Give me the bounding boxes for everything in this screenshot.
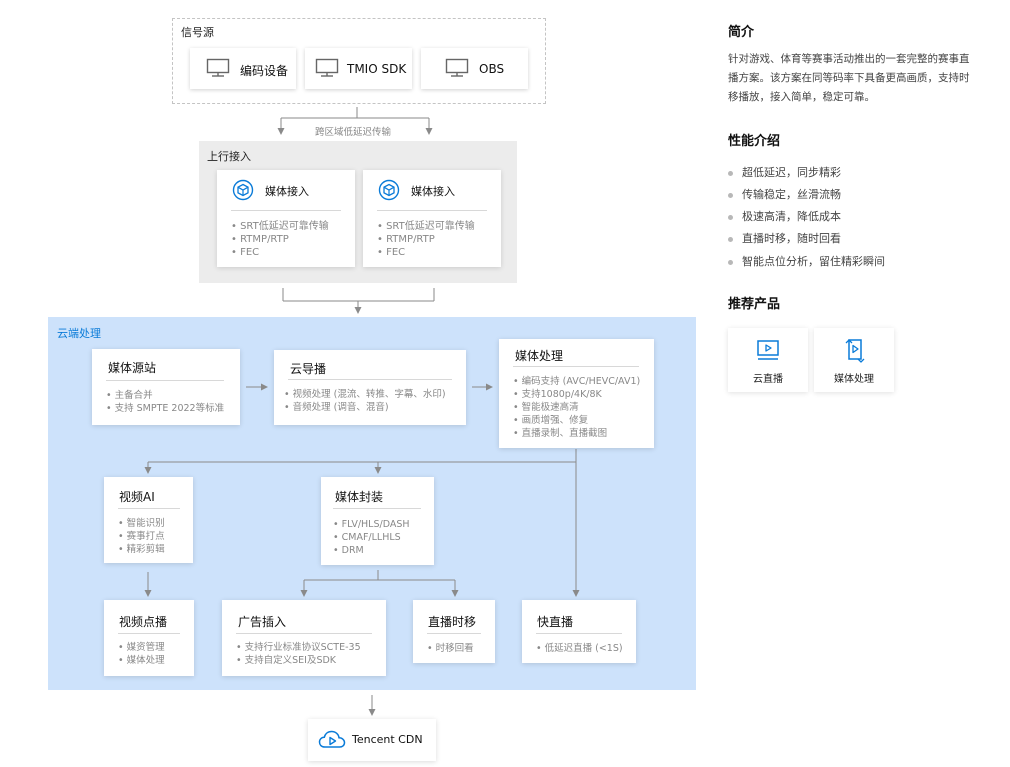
feature-item: 媒体处理: [118, 654, 165, 667]
feature-item: FEC: [377, 246, 475, 259]
card-features: 主备合并 支持 SMPTE 2022等标准: [106, 389, 224, 415]
feature-item: 视频处理 (混流、转推、字幕、水印): [284, 388, 446, 401]
cloud-processing-label: 云端处理: [57, 327, 101, 340]
performance-title: 性能介绍: [728, 134, 781, 149]
source-obs[interactable]: OBS: [421, 48, 528, 89]
card-features: 编码支持 (AVC/HEVC/AV1) 支持1080p/4K/8K 智能极速高清…: [513, 375, 641, 440]
card-title: 视频点播: [119, 615, 168, 629]
media-access-icon: [378, 179, 400, 201]
intro-text-line: 针对游戏、体育等赛事活动推出的一套完整的赛事直: [728, 53, 970, 65]
source-tmio-sdk-label: TMIO SDK: [347, 62, 407, 76]
feature-item: 支持行业标准协议SCTE-35: [236, 641, 361, 654]
feature-item: FEC: [231, 246, 329, 259]
live-timeshift-card[interactable]: 直播时移 时移回看: [413, 600, 495, 663]
feature-item: 主备合并: [106, 389, 224, 402]
feature-item: 媒资管理: [118, 641, 165, 654]
cross-region-label: 跨区域低延迟传输: [315, 127, 392, 138]
feature-item: 赛事打点: [118, 530, 165, 543]
card-title: 直播时移: [428, 615, 477, 629]
media-access-card-1[interactable]: 媒体接入 SRT低延迟可靠传输 RTMP/RTP FEC: [217, 170, 355, 267]
cloud-live-icon: [757, 340, 779, 360]
signal-source-group: [172, 18, 546, 104]
feature-item: FLV/HLS/DASH: [333, 518, 410, 531]
monitor-icon: [445, 58, 469, 77]
card-features: 视频处理 (混流、转推、字幕、水印) 音频处理 (调音、混音): [284, 388, 446, 414]
feature-item: 精彩剪辑: [118, 543, 165, 556]
feature-item: 支持自定义SEI及SDK: [236, 654, 361, 667]
media-access-icon: [232, 179, 254, 201]
media-source-station-card[interactable]: 媒体源站 主备合并 支持 SMPTE 2022等标准: [92, 349, 240, 425]
intro-text-line: 移播放，接入简单，稳定可靠。: [728, 91, 875, 103]
perf-item: 直播时移，随时回看: [728, 230, 841, 246]
feature-item: 支持1080p/4K/8K: [513, 388, 640, 401]
monitor-icon: [206, 58, 230, 77]
media-access-features: SRT低延迟可靠传输 RTMP/RTP FEC: [231, 220, 329, 259]
source-encoder[interactable]: 编码设备: [190, 48, 296, 89]
vod-card[interactable]: 视频点播 媒资管理 媒体处理: [104, 600, 194, 676]
feature-item: DRM: [333, 544, 410, 557]
upstream-label: 上行接入: [207, 150, 251, 163]
card-title: 快直播: [537, 615, 574, 629]
tencent-cdn-box[interactable]: Tencent CDN: [308, 719, 436, 761]
perf-item: 智能点位分析，留住精彩瞬间: [728, 253, 885, 269]
intro-text-line: 播方案。该方案在同等码率下具备更高画质，支持时: [728, 72, 970, 84]
intro-title: 简介: [728, 25, 755, 40]
perf-item: 极速高清，降低成本: [728, 208, 841, 224]
card-features: 低延迟直播 (<1S): [536, 642, 623, 655]
card-features: 媒资管理 媒体处理: [118, 641, 165, 667]
product-cloud-live[interactable]: 云直播: [728, 328, 808, 392]
feature-item: 直播录制、直播截图: [513, 427, 640, 440]
card-title: 媒体封装: [335, 490, 384, 504]
product-label: 云直播: [753, 374, 783, 385]
cdn-label: Tencent CDN: [352, 733, 423, 746]
signal-source-label: 信号源: [181, 26, 214, 39]
card-features: FLV/HLS/DASH CMAF/LLHLS DRM: [333, 518, 410, 557]
media-processing-icon: [845, 339, 865, 363]
intro-text: 针对游戏、体育等赛事活动推出的一套完整的赛事直 播方案。该方案在同等码率下具备更…: [728, 50, 970, 107]
card-title: 视频AI: [119, 490, 155, 504]
ad-insertion-card[interactable]: 广告插入 支持行业标准协议SCTE-35 支持自定义SEI及SDK: [222, 600, 386, 676]
perf-item: 超低延迟，同步精彩: [728, 164, 841, 180]
media-processing-card[interactable]: 媒体处理 编码支持 (AVC/HEVC/AV1) 支持1080p/4K/8K 智…: [499, 339, 654, 448]
feature-item: 音频处理 (调音、混音): [284, 401, 446, 414]
feature-item: SRT低延迟可靠传输: [231, 220, 329, 233]
fast-live-card[interactable]: 快直播 低延迟直播 (<1S): [522, 600, 636, 663]
card-features: 智能识别 赛事打点 精彩剪辑: [118, 517, 165, 556]
card-features: 支持行业标准协议SCTE-35 支持自定义SEI及SDK: [236, 641, 361, 667]
card-features: 时移回看: [427, 642, 474, 655]
card-title: 广告插入: [238, 615, 287, 629]
product-media-processing[interactable]: 媒体处理: [814, 328, 894, 392]
feature-item: 支持 SMPTE 2022等标准: [106, 402, 224, 415]
card-title: 媒体源站: [108, 361, 157, 375]
video-ai-card[interactable]: 视频AI 智能识别 赛事打点 精彩剪辑: [104, 477, 193, 563]
feature-item: 画质增强、修复: [513, 414, 640, 427]
feature-item: 智能极速高清: [513, 401, 640, 414]
product-label: 媒体处理: [834, 374, 874, 385]
feature-item: RTMP/RTP: [377, 233, 475, 246]
feature-item: CMAF/LLHLS: [333, 531, 410, 544]
media-access-card-2[interactable]: 媒体接入 SRT低延迟可靠传输 RTMP/RTP FEC: [363, 170, 501, 267]
media-access-title: 媒体接入: [265, 185, 309, 198]
source-encoder-label: 编码设备: [240, 64, 289, 78]
feature-item: 时移回看: [427, 642, 474, 655]
feature-item: RTMP/RTP: [231, 233, 329, 246]
source-obs-label: OBS: [479, 62, 505, 76]
monitor-icon: [315, 58, 339, 77]
feature-item: SRT低延迟可靠传输: [377, 220, 475, 233]
media-access-title: 媒体接入: [411, 185, 455, 198]
perf-item: 传输稳定，丝滑流畅: [728, 186, 841, 202]
cloud-director-card[interactable]: 云导播 视频处理 (混流、转推、字幕、水印) 音频处理 (调音、混音): [274, 350, 466, 425]
feature-item: 编码支持 (AVC/HEVC/AV1): [513, 375, 641, 388]
cloud-play-icon: [318, 730, 346, 748]
card-title: 云导播: [290, 362, 327, 376]
source-tmio-sdk[interactable]: TMIO SDK: [305, 48, 412, 89]
card-title: 媒体处理: [515, 349, 564, 363]
feature-item: 低延迟直播 (<1S): [536, 642, 623, 655]
feature-item: 智能识别: [118, 517, 165, 530]
recommended-products-title: 推荐产品: [728, 297, 781, 312]
media-access-features: SRT低延迟可靠传输 RTMP/RTP FEC: [377, 220, 475, 259]
media-packaging-card[interactable]: 媒体封装 FLV/HLS/DASH CMAF/LLHLS DRM: [321, 477, 434, 565]
